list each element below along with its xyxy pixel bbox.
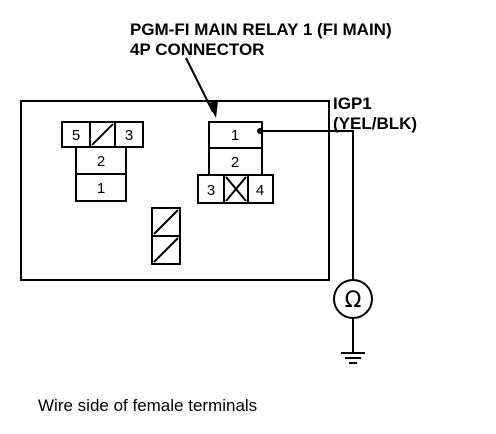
left-pin-3-label: 3 — [125, 127, 133, 144]
leader-arrowhead — [208, 101, 218, 118]
right-blank-cross-b — [225, 176, 247, 202]
left-pin-cell-2 — [75, 146, 127, 175]
right-pin-cell-4 — [247, 174, 274, 204]
left-pin-cell-1 — [75, 173, 127, 202]
left-blank-slash — [91, 123, 114, 146]
left-pin-cell-5 — [61, 121, 91, 148]
left-pin-1-label: 1 — [97, 180, 105, 197]
left-pin-5-label: 5 — [72, 127, 80, 144]
ohm-symbol: Ω — [345, 288, 362, 313]
lock-tab — [151, 207, 181, 265]
right-pin-3-label: 3 — [207, 182, 215, 199]
wire-color-label: (YEL/BLK) — [333, 114, 417, 133]
connector-title-line1: PGM-FI MAIN RELAY 1 (FI MAIN) — [130, 20, 392, 39]
lock-tab-slash-lower — [153, 237, 179, 263]
right-pin-cell-1 — [208, 121, 263, 149]
right-pin-4-label: 4 — [256, 182, 264, 199]
connector-housing — [20, 100, 330, 281]
left-pin-cell-3 — [114, 121, 144, 148]
connector-title-line2: 4P CONNECTOR — [130, 40, 264, 59]
left-connector: 5 3 2 1 — [61, 121, 144, 202]
lock-tab-slash-upper — [153, 209, 179, 235]
right-pin-1-label: 1 — [231, 127, 239, 144]
wire-name-label: IGP1 — [333, 94, 372, 113]
probe-wire — [260, 130, 354, 280]
right-pin-2-label: 2 — [231, 154, 239, 171]
caption: Wire side of female terminals — [38, 396, 257, 415]
left-pin-2-label: 2 — [97, 153, 105, 170]
right-connector: 1 2 3 4 — [197, 121, 274, 204]
